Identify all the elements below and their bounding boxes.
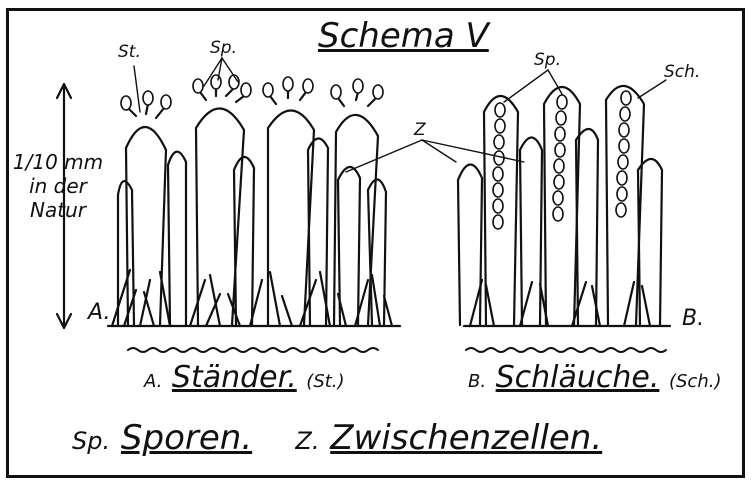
caption-a: A. Ständer. (St.) [144, 360, 345, 395]
legend-sp-text: Sporen. [121, 418, 252, 458]
legend-z-text: Zwischenzellen. [330, 418, 602, 458]
scale-label: 1/10 mm in der Natur [12, 150, 104, 222]
caption-b-prefix: B. [468, 371, 486, 392]
caption-b: B. Schläuche. (Sch.) [468, 360, 721, 395]
scale-line1: in der [12, 174, 104, 198]
caption-b-text: Schläuche. [496, 360, 660, 395]
wavy-lines [128, 348, 666, 352]
label-st: St. [118, 42, 141, 62]
basidia-group-a [108, 88, 400, 326]
caption-a-text: Ständer. [172, 360, 297, 395]
diagram-title: Schema V [318, 16, 489, 56]
legend-sp-abbr: Sp. [72, 427, 110, 455]
caption-b-abbr: (Sch.) [669, 371, 722, 392]
label-sch: Sch. [664, 62, 700, 82]
caption-a-abbr: (St.) [306, 371, 344, 392]
legend: Sp. Sporen. Z. Zwischenzellen. [72, 418, 602, 458]
mark-b: B. [682, 306, 704, 331]
legend-z-abbr: Z. [295, 427, 319, 455]
label-z: Z [414, 120, 426, 140]
label-sp-right: Sp. [534, 50, 561, 70]
mark-a: A. [88, 300, 110, 325]
scale-line2: Natur [12, 198, 104, 222]
label-sp-left: Sp. [210, 38, 237, 58]
scale-fraction: 1/10 mm [12, 150, 104, 174]
caption-a-prefix: A. [144, 371, 162, 392]
